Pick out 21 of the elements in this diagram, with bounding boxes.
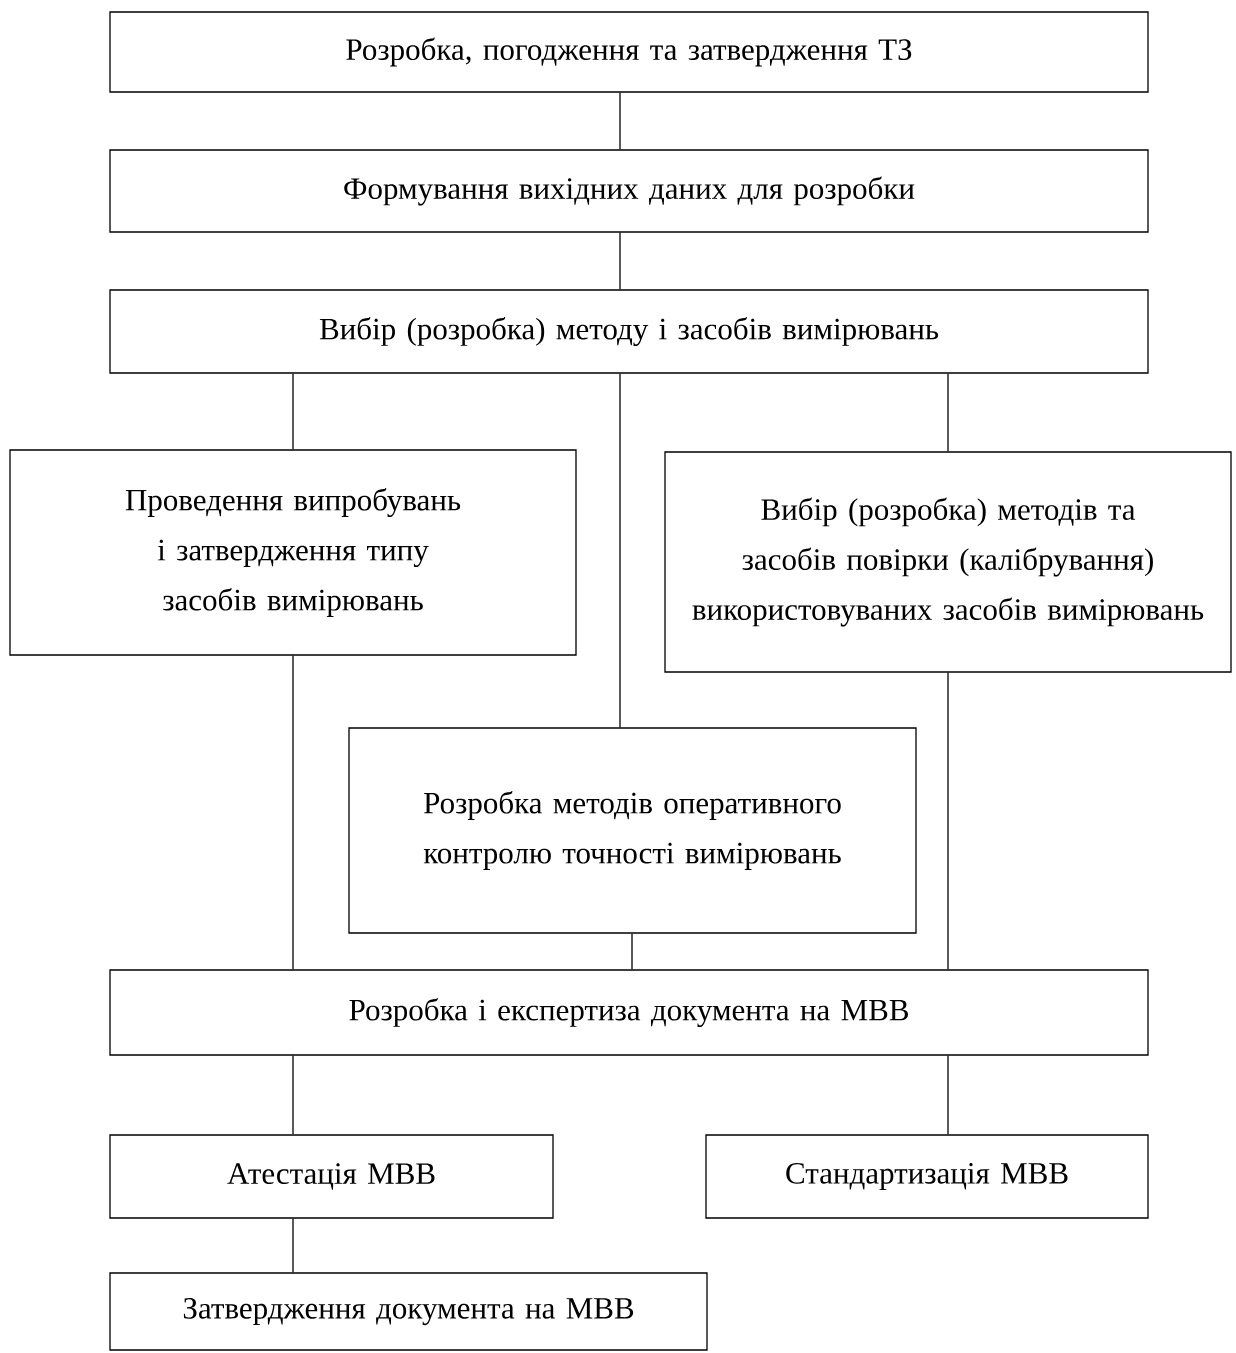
process-box: Атестація МВВ <box>109 1134 554 1219</box>
connector-line <box>292 655 294 970</box>
connector-line <box>947 373 949 452</box>
process-box: Формування вихідних даних для розробки <box>109 149 1149 233</box>
connector-line <box>947 672 949 970</box>
process-box: Вибір (розробка) методу і засобів вимірювань <box>109 289 1149 374</box>
process-box: Проведення випробувань і затвердження типу засобів вимірювань <box>9 449 577 656</box>
process-box: Затвердження документа на МВВ <box>109 1272 708 1351</box>
connector-line <box>947 1055 949 1135</box>
connector-line <box>292 1055 294 1135</box>
process-box: Розробка методів оперативного контролю точності вимірювань <box>348 727 917 934</box>
process-box: Вибір (розробка) методів та засобів повірки (калібрування) використовуваних засобів вимірювань <box>664 451 1232 673</box>
process-box: Стандартизація МВВ <box>705 1134 1149 1219</box>
connector-line <box>292 373 294 450</box>
connector-line <box>619 232 621 290</box>
process-box: Розробка, погодження та затвердження ТЗ <box>109 11 1149 93</box>
process-box: Розробка і експертиза документа на МВВ <box>109 969 1149 1056</box>
connector-line <box>619 373 621 728</box>
connector-line <box>292 1218 294 1273</box>
connector-line <box>631 933 633 970</box>
connector-line <box>619 92 621 150</box>
